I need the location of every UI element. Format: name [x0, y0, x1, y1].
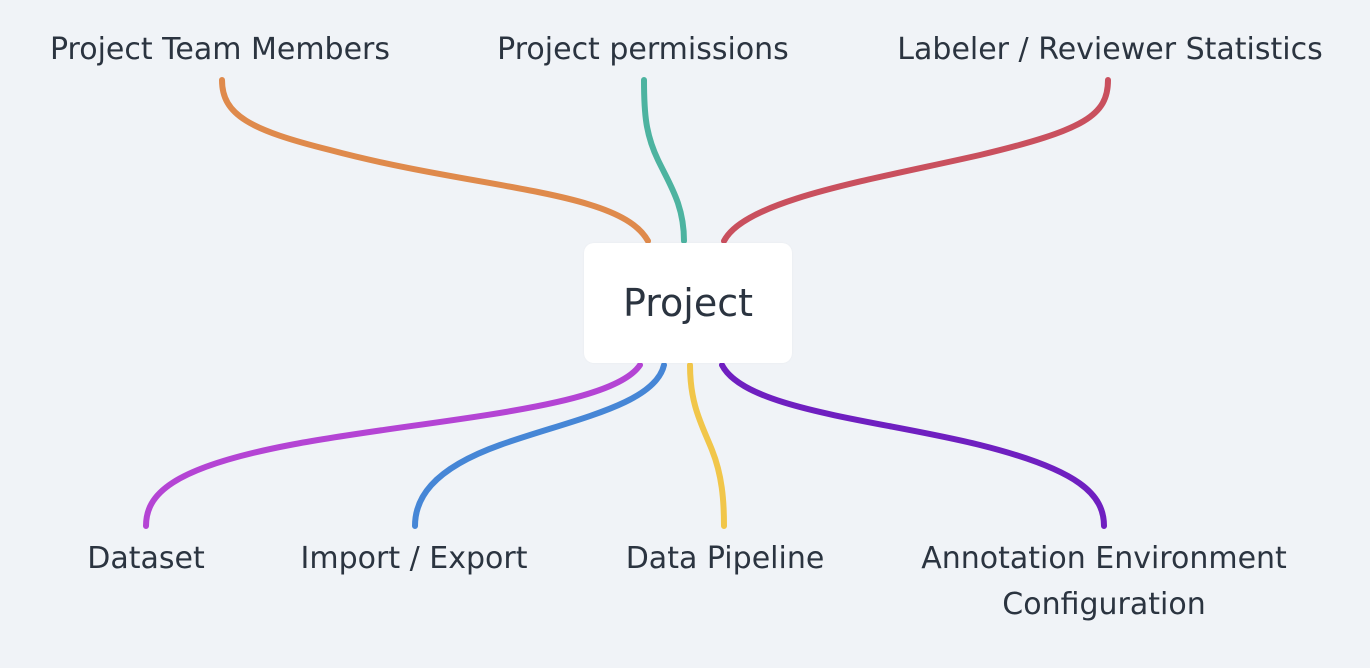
- link-dataset: [143, 362, 643, 529]
- link-annotation-env: [719, 362, 1107, 529]
- center-node-label: Project: [622, 281, 753, 325]
- node-data-pipeline[interactable]: Data Pipeline: [625, 541, 825, 576]
- link-statistics: [721, 77, 1111, 244]
- link-permissions: [641, 77, 687, 244]
- node-annotation-environment-line-2: Configuration: [1002, 587, 1206, 622]
- center-node-project[interactable]: Project: [584, 243, 792, 363]
- node-annotation-environment-line-1: Annotation Environment: [921, 541, 1287, 576]
- node-dataset[interactable]: Dataset: [87, 541, 205, 576]
- link-data-pipeline: [687, 362, 727, 529]
- node-annotation-environment-configuration[interactable]: Annotation Environment Configuration: [921, 536, 1287, 628]
- node-project-permissions[interactable]: Project permissions: [497, 32, 789, 67]
- node-labeler-reviewer-statistics[interactable]: Labeler / Reviewer Statistics: [897, 32, 1323, 67]
- node-import-export[interactable]: Import / Export: [300, 541, 528, 576]
- link-team-members: [219, 77, 651, 244]
- link-import-export: [412, 362, 667, 529]
- node-project-team-members[interactable]: Project Team Members: [49, 32, 391, 67]
